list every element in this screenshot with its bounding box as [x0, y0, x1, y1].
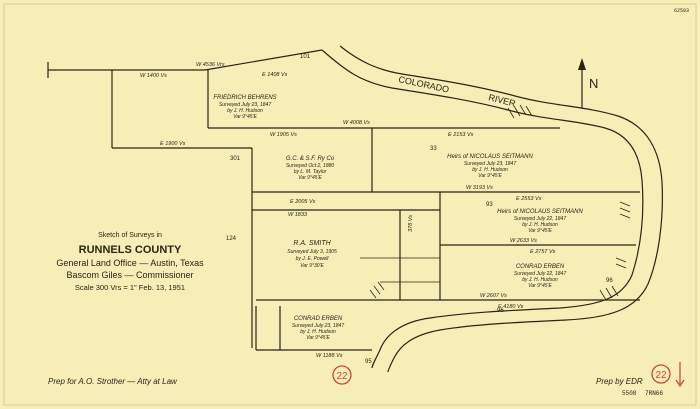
stamp-left: 22 [332, 365, 352, 385]
survey-gcsf: G.C. & S.F. Ry Co Surveyed Oct 2, 1880 b… [286, 156, 335, 181]
svg-text:W 3193 Vs: W 3193 Vs [466, 185, 493, 191]
boundary-north [48, 49, 323, 71]
svg-text:Sketch of Surveys in: Sketch of Surveys in [98, 232, 162, 239]
svg-text:by J. H. Hudson: by J. H. Hudson [227, 108, 263, 114]
svg-text:22: 22 [655, 370, 667, 381]
svg-text:Surveyed Oct 2, 1880: Surveyed Oct 2, 1880 [286, 163, 335, 169]
svg-text:FRIEDRICH BEHRENS: FRIEDRICH BEHRENS [213, 95, 276, 101]
catalog-number: 5508 [622, 390, 637, 397]
svg-text:E 2005 Vs: E 2005 Vs [290, 199, 316, 205]
svg-text:Var 9°30'E: Var 9°30'E [300, 263, 324, 269]
svg-text:by L. M. Taylor: by L. M. Taylor [294, 169, 327, 175]
svg-text:Var 9°45'E: Var 9°45'E [528, 228, 552, 234]
svg-text:Surveyed July 22, 1847: Surveyed July 22, 1847 [514, 216, 566, 222]
footer-prepared-for: Prep for A.O. Strother — Atty at Law [48, 377, 178, 386]
svg-text:Var 9°45'E: Var 9°45'E [306, 335, 330, 341]
svg-text:378 Vs: 378 Vs [408, 215, 414, 232]
svg-text:CONRAD ERBEN: CONRAD ERBEN [294, 316, 343, 322]
svg-text:by J. H. Hudson: by J. H. Hudson [522, 222, 558, 228]
survey-erben-2: CONRAD ERBEN Surveyed July 23, 1847 by J… [292, 316, 344, 341]
svg-text:W 1833: W 1833 [288, 212, 308, 218]
svg-text:E 2153 Vs: E 2153 Vs [448, 132, 474, 138]
svg-text:E 1900 Vs: E 1900 Vs [160, 141, 186, 147]
sheet-border [3, 3, 697, 406]
tract-number: 101 [300, 54, 311, 60]
tract-number: 96 [606, 278, 613, 284]
corner-code: 62503 [674, 8, 689, 14]
north-arrow: N [578, 58, 598, 108]
survey-behrens: FRIEDRICH BEHRENS Surveyed July 23, 1847… [213, 95, 276, 120]
svg-text:Var 9°45'E: Var 9°45'E [528, 283, 552, 289]
svg-text:Surveyed July 22, 1847: Surveyed July 22, 1847 [514, 271, 566, 277]
svg-text:Bascom Giles — Commissioner: Bascom Giles — Commissioner [66, 270, 193, 280]
title-block: Sketch of Surveys in RUNNELS COUNTY Gene… [56, 232, 204, 292]
survey-seitmann-1: Heirs of NICOLAUS SEITMANN Surveyed July… [447, 154, 533, 179]
svg-text:by J. H. Hudson: by J. H. Hudson [300, 329, 336, 335]
svg-text:General Land Office — Austin,: General Land Office — Austin, Texas [56, 258, 204, 268]
svg-text:W 4536 Vrs: W 4536 Vrs [196, 62, 225, 68]
svg-text:W 1905 Vs: W 1905 Vs [270, 132, 297, 138]
svg-text:W 4008 Vs: W 4008 Vs [343, 120, 370, 126]
svg-text:Surveyed July 23, 1847: Surveyed July 23, 1847 [464, 161, 516, 167]
survey-seitmann-2: Heirs of NICOLAUS SEITMANN Surveyed July… [497, 209, 583, 234]
svg-text:by J. H. Hudson: by J. H. Hudson [472, 167, 508, 173]
boundary-calls: W 4536 Vrs W 1400 Vs E 1408 Vs W 1905 Vs… [140, 62, 556, 359]
svg-text:Surveyed July 3, 1905: Surveyed July 3, 1905 [287, 249, 337, 255]
svg-text:Surveyed July 23, 1847: Surveyed July 23, 1847 [219, 102, 271, 108]
svg-text:Scale 300 Vrs = 1" Feb. 13, 1: Scale 300 Vrs = 1" Feb. 13, 1951 [75, 283, 185, 292]
river-bank-south [339, 45, 663, 373]
stamp-right: 22 [651, 362, 685, 388]
svg-text:by J. H. Hudson: by J. H. Hudson [522, 277, 558, 283]
river-bank-north [321, 49, 644, 369]
svg-text:W 1188 Vs: W 1188 Vs [316, 353, 343, 359]
svg-text:E 1408 Vs: E 1408 Vs [262, 72, 288, 78]
tract-number: 33 [430, 146, 437, 152]
survey-smith: R.A. SMITH Surveyed July 3, 1905 by J. E… [287, 240, 337, 269]
survey-erben-1: CONRAD ERBEN Surveyed July 22, 1847 by J… [514, 264, 566, 289]
svg-text:E 2757 Vs: E 2757 Vs [530, 249, 556, 255]
svg-text:Var 9°45'E: Var 9°45'E [478, 173, 502, 179]
svg-text:Heirs of NICOLAUS SEITMANN: Heirs of NICOLAUS SEITMANN [497, 209, 583, 215]
svg-text:by J. E. Powell: by J. E. Powell [296, 256, 330, 262]
tract-number: 93 [486, 202, 493, 208]
svg-text:Surveyed July 23, 1847: Surveyed July 23, 1847 [292, 323, 344, 329]
svg-text:R.A. SMITH: R.A. SMITH [293, 240, 331, 247]
svg-text:Var 9°45'E: Var 9°45'E [233, 114, 257, 120]
svg-text:Heirs of NICOLAUS SEITMANN: Heirs of NICOLAUS SEITMANN [447, 154, 533, 160]
svg-text:E 4180 Vs: E 4180 Vs [498, 304, 524, 310]
tract-number: 124 [226, 236, 237, 242]
svg-text:N: N [589, 76, 598, 91]
svg-text:G.C. & S.F. Ry Co: G.C. & S.F. Ry Co [286, 156, 335, 162]
catalog-code: 7RN66 [645, 390, 663, 397]
footer-prepared-by: Prep by EDR [596, 377, 643, 386]
river-hachures [369, 104, 631, 301]
svg-text:Var 9°45'E: Var 9°45'E [298, 175, 322, 181]
svg-text:W 2633 Vs: W 2633 Vs [510, 238, 537, 244]
svg-text:CONRAD ERBEN: CONRAD ERBEN [516, 264, 565, 270]
tract-number: 95 [365, 359, 372, 365]
svg-text:E 2553 Vs: E 2553 Vs [516, 196, 542, 202]
svg-text:W 1400 Vs: W 1400 Vs [140, 73, 167, 79]
tract-number: 96 [497, 308, 504, 314]
svg-text:W 2607 Vs: W 2607 Vs [480, 293, 507, 299]
svg-text:22: 22 [336, 371, 348, 382]
tract-number: 301 [230, 156, 241, 162]
svg-text:RUNNELS COUNTY: RUNNELS COUNTY [79, 244, 182, 256]
